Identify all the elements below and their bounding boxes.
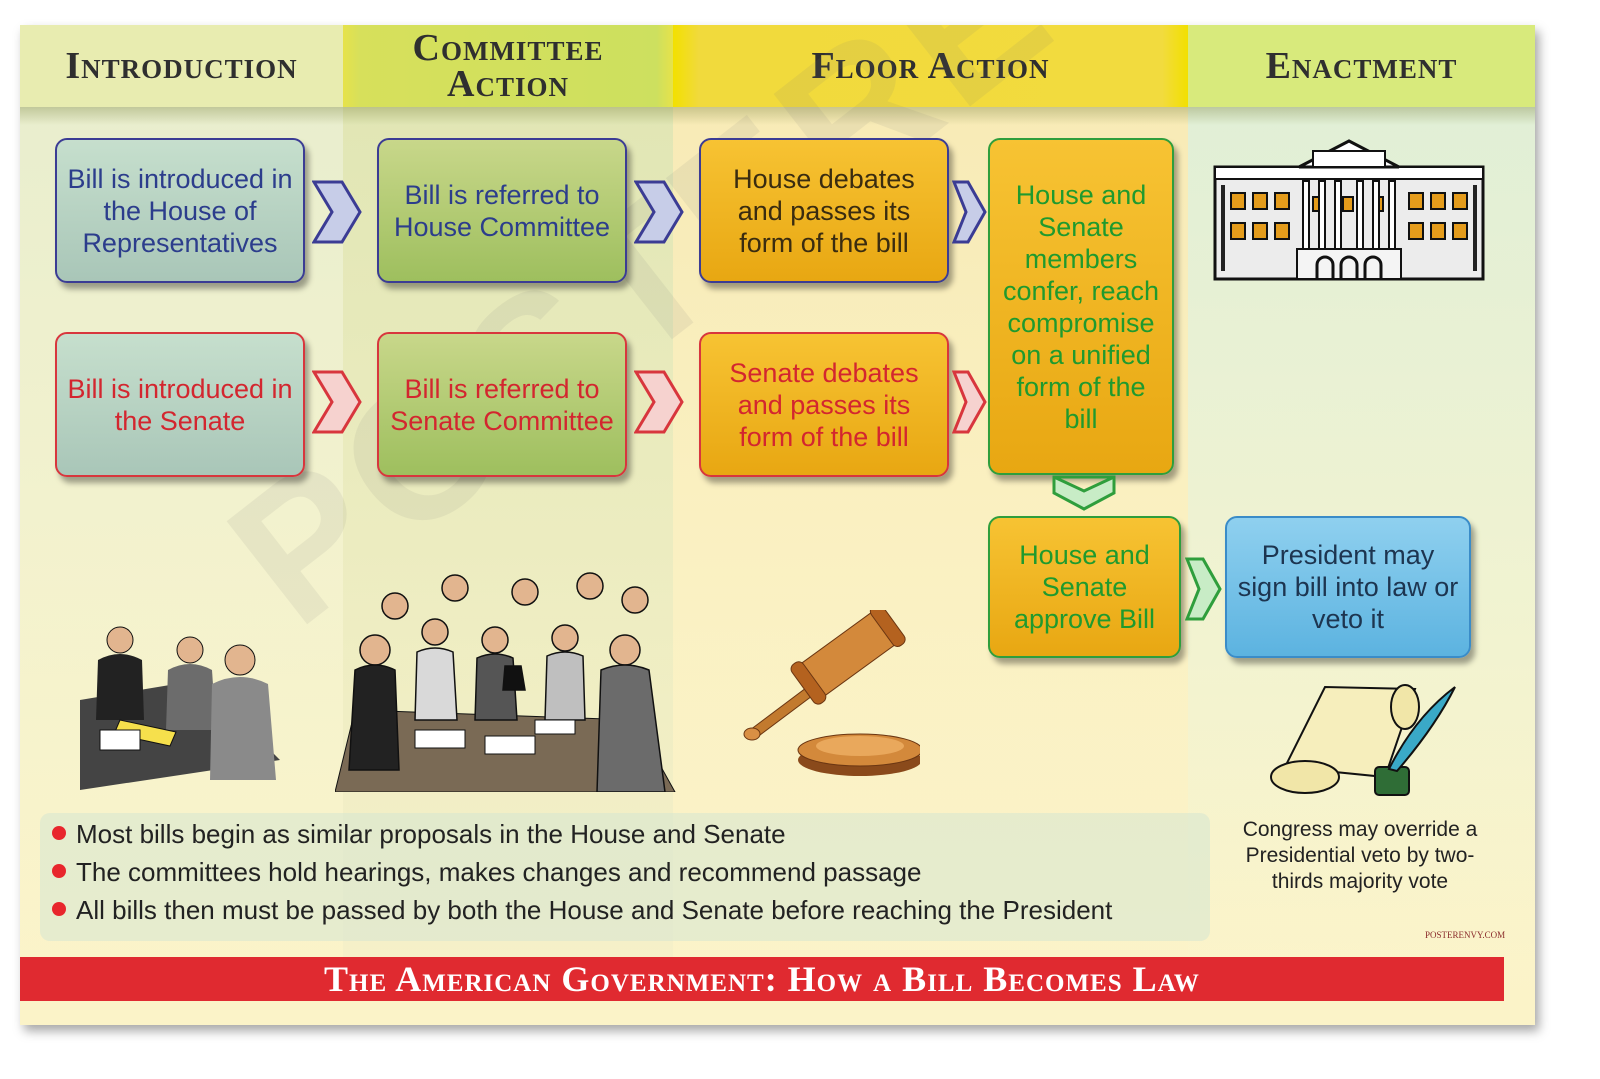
gavel-icon: [743, 610, 920, 776]
poster: Introduction Committee Action Floor Acti…: [20, 25, 1535, 1025]
senate-introduction-box: Bill is introduced in the Senate: [55, 332, 305, 477]
header-introduction: Introduction: [20, 25, 343, 107]
header-floor: Floor Action: [673, 25, 1188, 107]
conference-down-arrow: [1052, 475, 1116, 511]
house-arrow-2: [634, 180, 684, 244]
footer-title: The American Government: How a Bill Beco…: [20, 957, 1504, 1001]
bullet-dot: [52, 826, 66, 841]
meeting-people-icon: [80, 626, 280, 790]
senate-floor-box: Senate debates and passes its form of th…: [699, 332, 949, 477]
header-committee: Committee Action: [343, 25, 673, 107]
committee-meeting-icon: [335, 572, 676, 792]
bullet-text: Most bills begin as similar proposals in…: [76, 819, 786, 849]
bullet-dot: [52, 864, 66, 879]
bullet-dot: [52, 902, 66, 917]
header-shadow: [20, 107, 1535, 125]
house-committee-box: Bill is referred to House Committee: [377, 138, 627, 283]
bullet-item: The committees hold hearings, makes chan…: [52, 857, 921, 888]
bullet-item: Most bills begin as similar proposals in…: [52, 819, 786, 850]
senate-arrow-1: [312, 370, 362, 434]
approve-right-arrow: [1185, 557, 1222, 621]
credit-text: POSTERENVY.COM: [1425, 930, 1506, 940]
approve-box: House and Senate approve Bill: [988, 516, 1181, 658]
conference-box: House and Senate members confer, reach c…: [988, 138, 1174, 475]
bullet-text: All bills then must be passed by both th…: [76, 895, 1113, 925]
header-enactment: Enactment: [1188, 25, 1535, 107]
summary-bullets: Most bills begin as similar proposals in…: [40, 813, 1210, 941]
bullet-item: All bills then must be passed by both th…: [52, 895, 1112, 926]
house-introduction-box: Bill is introduced in the House of Repre…: [55, 138, 305, 283]
house-arrow-1: [312, 180, 362, 244]
senate-arrow-2: [634, 370, 684, 434]
bullet-text: The committees hold hearings, makes chan…: [76, 857, 922, 887]
house-arrow-3: [952, 180, 987, 244]
senate-committee-box: Bill is referred to Senate Committee: [377, 332, 627, 477]
veto-override-note: Congress may override a Presidential vet…: [1242, 818, 1478, 893]
senate-arrow-3: [952, 370, 987, 434]
scroll-quill-icon: [1270, 684, 1456, 796]
white-house-icon: [1213, 139, 1485, 281]
house-floor-box: House debates and passes its form of the…: [699, 138, 949, 283]
president-box: President may sign bill into law or veto…: [1225, 516, 1471, 658]
